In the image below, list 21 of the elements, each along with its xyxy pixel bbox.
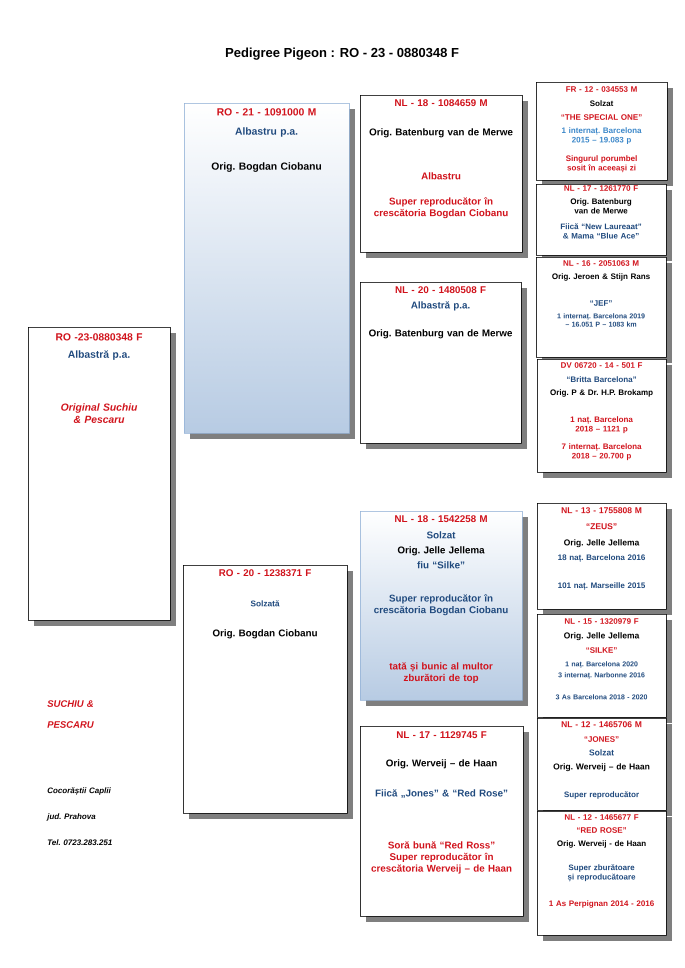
pedigree-box: NL - 13 - 1755808 M “ZEUS” Orig. Jelle Jellema 18 naț. Barcelona 2016 101 naț. Marseille 2015 <box>537 503 672 615</box>
node-label: NL - 15 - 1320979 F <box>564 618 638 624</box>
loft-name: SUCHIU & PESCARU <box>47 700 94 728</box>
node-label: Orig. Jelle Jellema <box>564 632 640 640</box>
pedigree-box: NL - 12 - 1465677 F “RED ROSE” Orig. Werveij - de Haan Super zburătoare și reproducătoare 1 As Perpignan 2014 - 2016 <box>537 811 672 941</box>
contact-text: Tel. 0723.283.251 <box>48 839 112 846</box>
pedigree-box: DV 06720 - 14 - 501 F “Britta Barcelona” Orig. P & Dr. H.P. Brokamp 1 naț. Barcelona 2018 – 1121 p 7 internaț. Barcelona 2018 – 20.700 p <box>537 359 672 478</box>
pedigree-box: RO -23-0880348 F Albastră p.a. Original Suchiu & Pescaru <box>28 327 176 626</box>
pedigree-box: NL - 18 - 1542258 M Solzat Orig. Jelle Jellema fiu “Silke” Super reproducător în crescătoria Bogdan Ciobanu tată și bunic al multor zburători de top <box>360 511 528 706</box>
pedigree-box: NL - 18 - 1084659 M Orig. Batenburg van de Merwe Albastru Super reproducător în crescătoria Bogdan Ciobanu <box>360 95 528 258</box>
node-label: NL - 17 - 1261770 F <box>564 185 638 191</box>
pedigree-box: RO - 21 - 1091000 M Albastru p.a. Orig. Bogdan Ciobanu <box>184 103 355 439</box>
pedigree-box: NL - 17 - 1129745 F Orig. Werveij – de Haan Fiică „Jones” & “Red Rose” Soră bună “Red Ross” Super reproducător în crescătoria Werveij – de Haan <box>360 726 529 922</box>
pedigree-box: NL - 17 - 1261770 F Orig. Batenburg van de Merwe Fiică “New Laureaat” & Mama “Blue Ace” <box>536 184 672 261</box>
pedigree-box: RO - 20 - 1238371 F Solzată Orig. Bogdan Ciobanu <box>183 565 353 819</box>
title: Pedigree Pigeon : RO - 23 - 0880348 F <box>226 48 458 60</box>
pedigree-box: FR - 12 - 034553 M Solzat “THE SPECIAL ONE” 1 internaț. Barcelona 2015 – 19.083 p Singurul porumbel sosit în aceeași zi <box>536 82 673 186</box>
pedigree-box: NL - 20 - 1480508 F Albastră p.a. Orig. Batenburg van de Merwe <box>360 282 527 449</box>
node-label: “SILKE” <box>586 647 617 653</box>
contact-text: jud. Prahova <box>46 813 96 821</box>
contact-text: Cocorăștii Caplii <box>48 787 111 795</box>
